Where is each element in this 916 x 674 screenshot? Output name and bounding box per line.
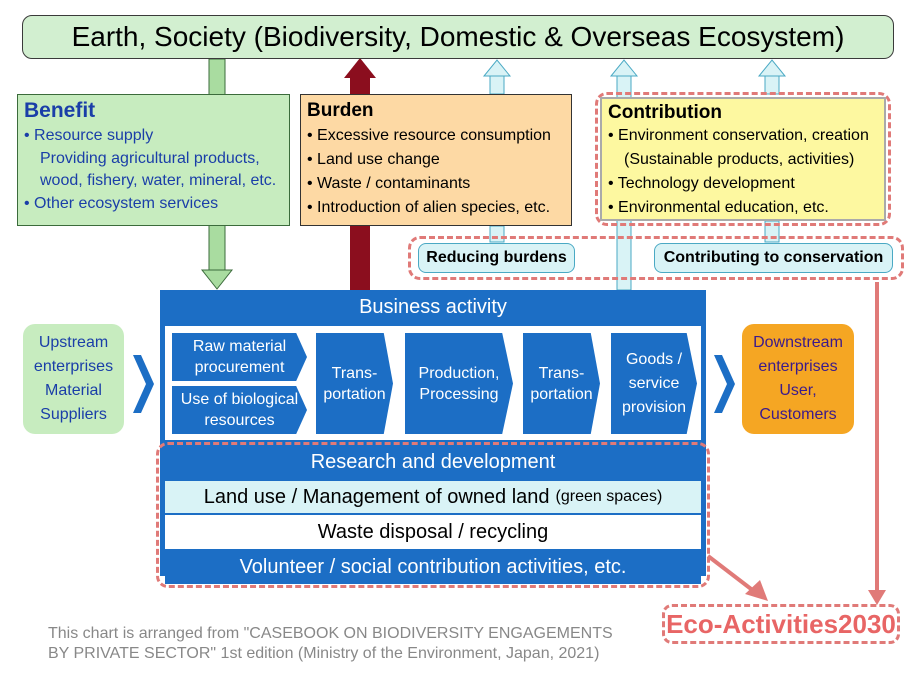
benefit-box: Benefit • Resource supply Providing agri… [17,94,290,226]
downstream-chevron [714,355,735,413]
benefit-line: Providing agricultural products, [40,150,260,167]
research-development-row: Research and development [165,446,701,478]
production-step: Production, Processing [405,333,513,434]
impact-dashed-frame [408,236,904,280]
eco-activities-2030-label: Eco-Activities2030 [662,604,900,644]
source-note-line: BY PRIVATE SECTOR" 1st edition (Ministry… [48,645,600,662]
burden-line: • Introduction of alien species, etc. [307,199,551,216]
earth-society-banner: Earth, Society (Biodiversity, Domestic &… [22,15,894,59]
source-note: This chart is arranged from "CASEBOOK ON… [48,624,648,664]
business-activity-title: Business activity [359,295,507,318]
downstream-label: Downstream enterprises User, Customers [753,334,843,423]
contributing-conservation-label: Contributing to conservation [654,243,893,273]
land-use-note: (green spaces) [555,488,663,505]
transportation-step: Trans-portation [523,333,600,434]
contribution-line: • Environment conservation, creation [608,127,869,144]
contribution-title: Contribution [608,102,722,123]
contribution-line: • Environmental education, etc. [608,199,829,216]
land-use-label: Land use / Management of owned land [203,485,550,508]
burden-line: • Waste / contaminants [307,175,471,192]
reducing-burdens-label: Reducing burdens [418,243,575,273]
burden-title: Burden [307,100,374,121]
eco-connector-lines [706,282,886,605]
transportation-step: Trans-portation [316,333,393,434]
land-use-row: Land use / Management of owned land (gre… [165,481,701,513]
benefit-title: Benefit [24,99,96,122]
upstream-box: Upstream enterprises Material Suppliers [23,324,124,434]
upstream-label: Upstream enterprises Material Suppliers [33,334,114,423]
goods-service-step: Goods / service provision [611,333,697,434]
benefit-line: • Other ecosystem services [24,195,219,212]
benefit-line: wood, fishery, water, mineral, etc. [40,172,277,189]
waste-disposal-row: Waste disposal / recycling [165,515,701,549]
upstream-chevron [133,355,154,413]
downstream-box: Downstream enterprises User, Customers [742,324,854,434]
burden-box: Burden • Excessive resource consumption … [300,94,572,226]
biological-resources-step: Use of biological resources [172,386,307,434]
burden-line: • Land use change [307,151,440,168]
burden-line: • Excessive resource consumption [307,127,551,144]
benefit-line: • Resource supply [24,127,154,144]
contribution-dashed-frame [595,92,891,226]
volunteer-row: Volunteer / social contribution activiti… [165,550,701,584]
activities-dashed-frame [156,442,710,588]
contribution-line: (Sustainable products, activities) [624,151,855,168]
source-note-line: This chart is arranged from "CASEBOOK ON… [48,625,613,642]
contribution-line: • Technology development [608,175,795,192]
raw-material-step: Raw material procurement [172,333,307,381]
contribution-box: Contribution • Environment conservation,… [600,97,886,221]
